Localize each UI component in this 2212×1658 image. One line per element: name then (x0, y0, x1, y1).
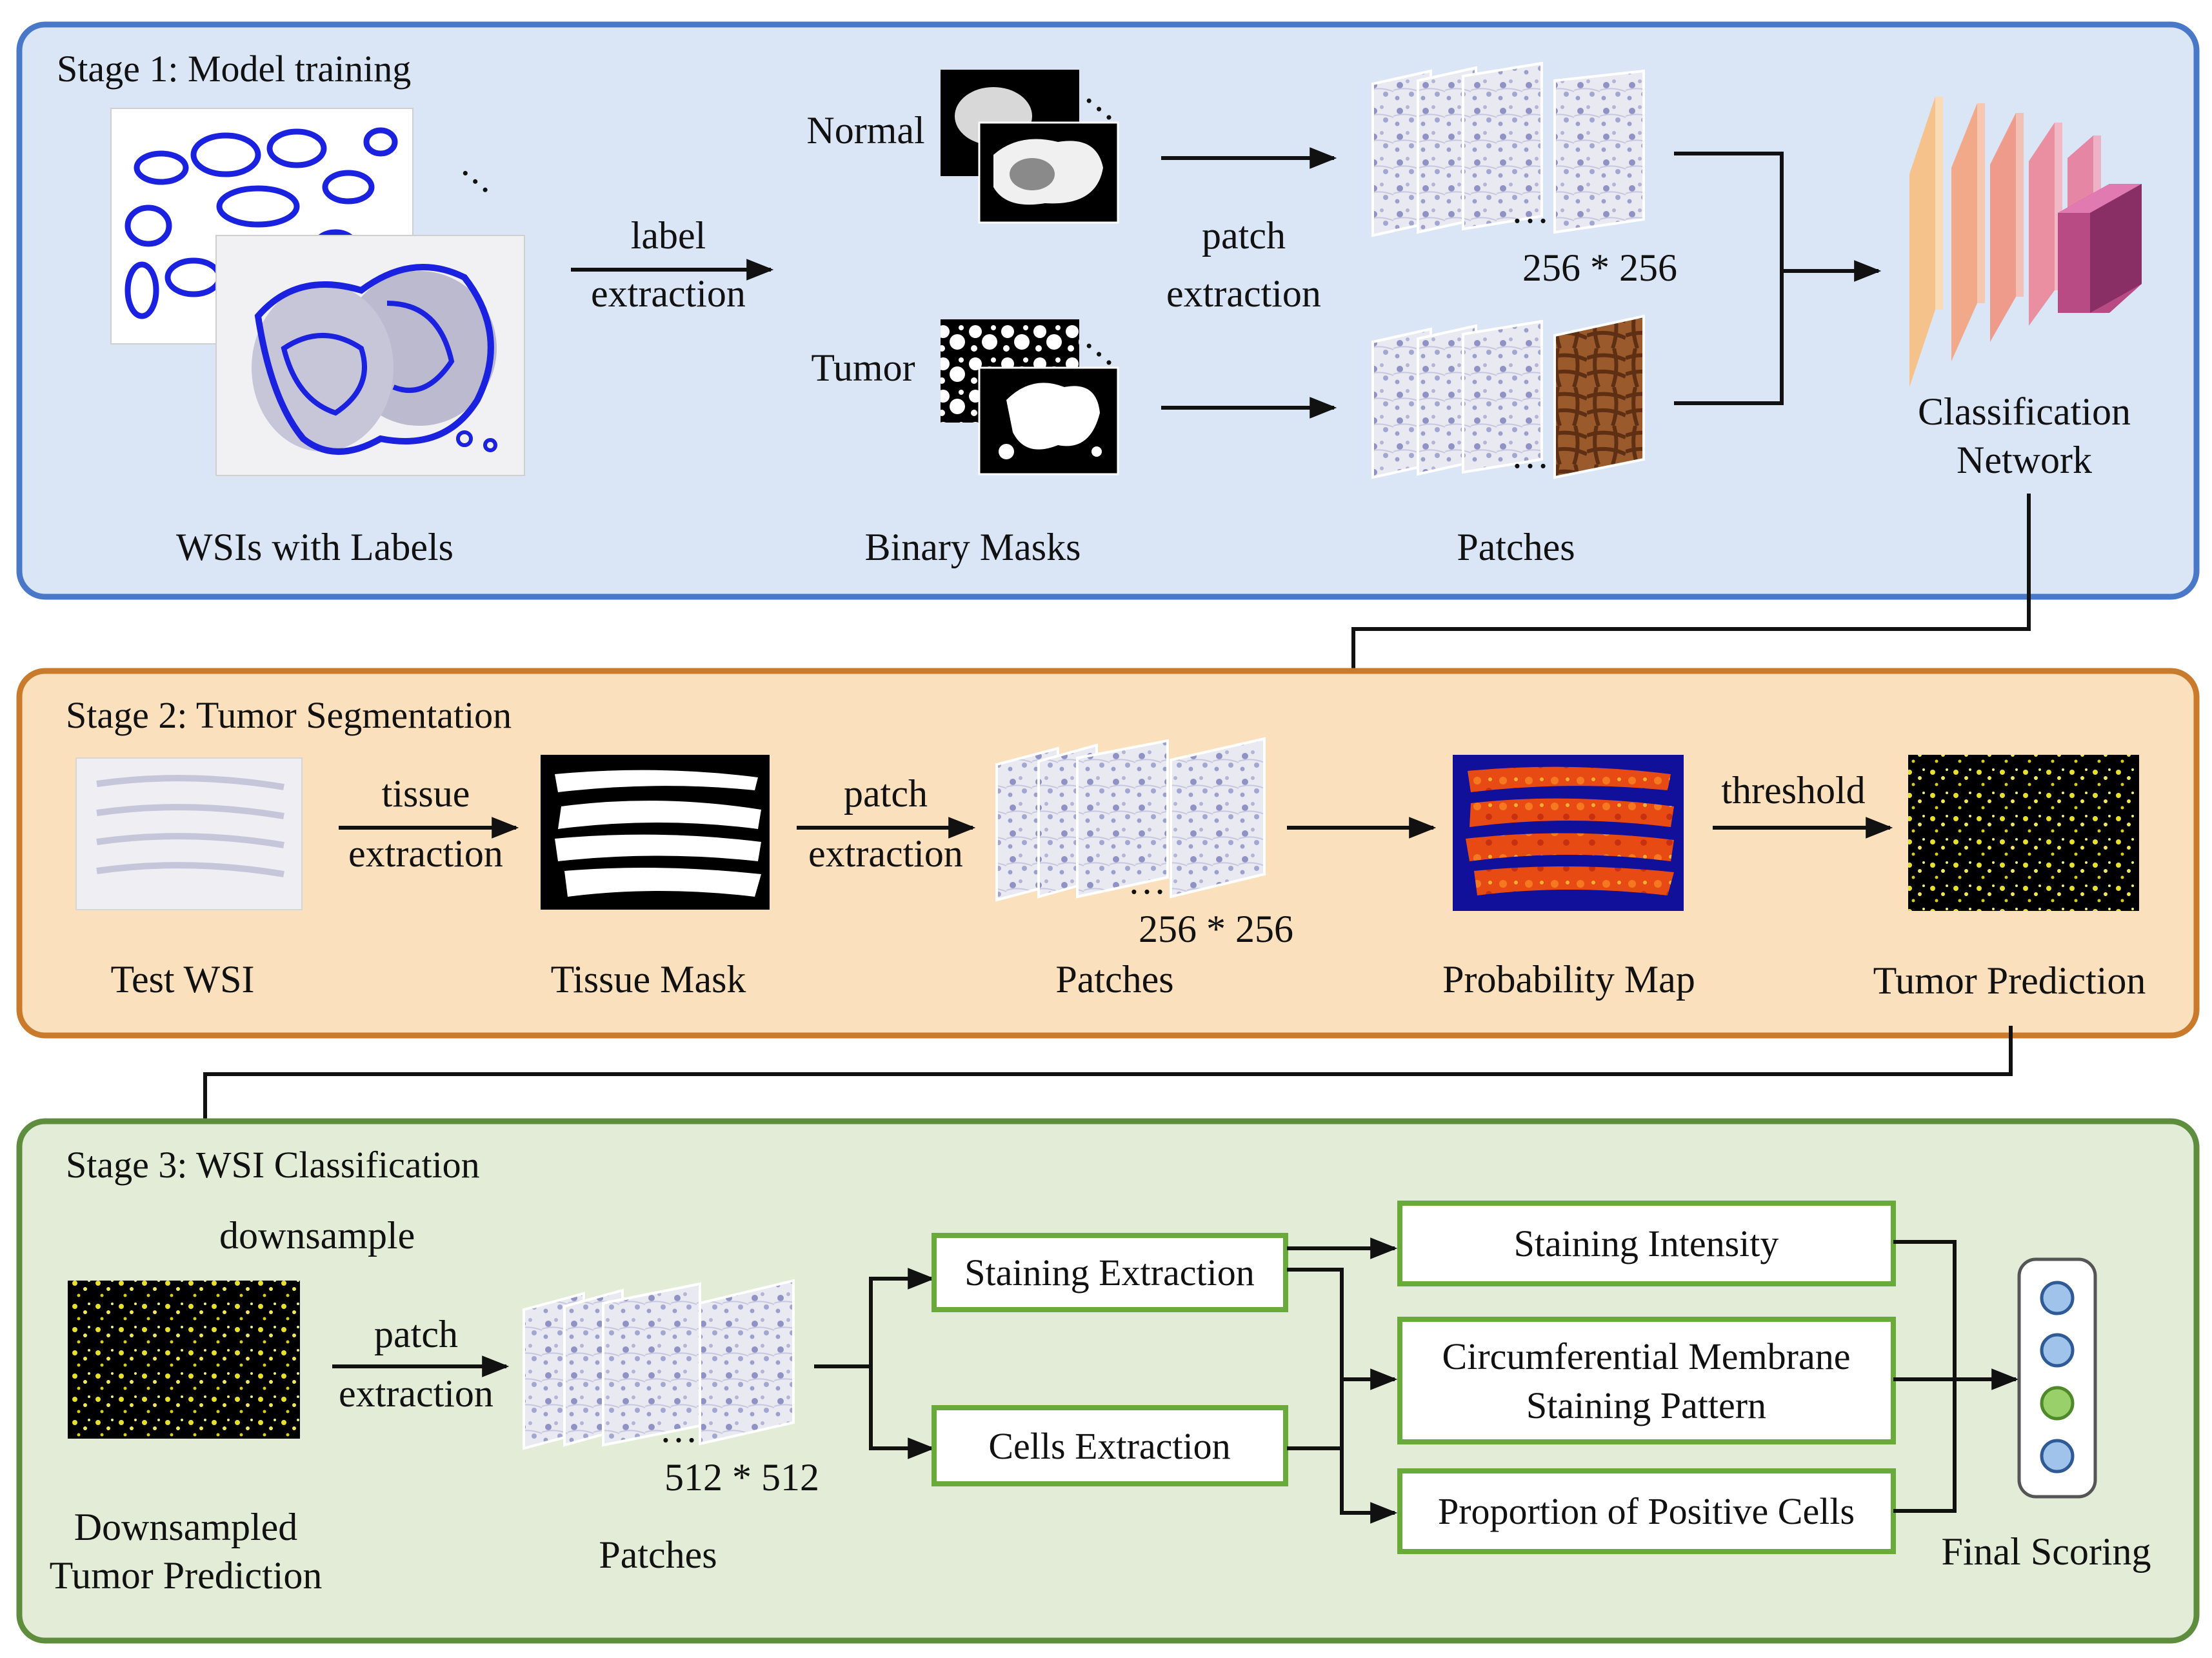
branch-to-cells-extraction (869, 1366, 935, 1459)
stage3-patches-ellipsis: … (659, 1408, 698, 1450)
branch-to-staining-extraction (869, 1268, 935, 1366)
stage1-patches-caption: Patches (1457, 526, 1575, 568)
tumor-mask-images (941, 319, 1119, 475)
normal-label: Normal (806, 109, 924, 152)
staining-intensity-box (1397, 1201, 1896, 1286)
cells-extraction-label: Cells Extraction (988, 1425, 1230, 1467)
stage2-patch-line2: extraction (808, 832, 963, 875)
tissue-extraction-line2: extraction (348, 832, 503, 875)
proportion-to-score-line (1893, 1379, 1957, 1513)
proportion-positive-box (1397, 1468, 1896, 1554)
staining-extraction-label: Staining Extraction (964, 1252, 1254, 1293)
tumor-prediction-caption: Tumor Prediction (1873, 959, 2146, 1002)
wsi-with-labels-images (110, 108, 525, 476)
downsampled-caption-line2: Tumor Prediction (50, 1554, 323, 1597)
stage3-patch-line1: patch (374, 1313, 458, 1355)
final-scoring-vector (2017, 1257, 2097, 1499)
downsample-label: downsample (219, 1214, 415, 1257)
cells-extraction-box (932, 1405, 1288, 1486)
cells-to-proportion-arrow (1340, 1448, 1398, 1524)
tissue-mask-caption: Tissue Mask (551, 958, 746, 1001)
downsampled-prediction-image (68, 1281, 300, 1439)
score-node-1 (2040, 1281, 2075, 1315)
label-extraction-line2: extraction (591, 272, 746, 315)
network-caption-line2: Network (1957, 439, 2092, 481)
probability-map-caption: Probability Map (1442, 958, 1695, 1001)
staining-extraction-box (932, 1233, 1288, 1312)
normal-to-merge-line (1674, 152, 1784, 271)
score-node-2 (2040, 1333, 2075, 1368)
score-node-3 (2040, 1386, 2075, 1421)
stage2-title: Stage 2: Tumor Segmentation (66, 694, 512, 736)
patch-extraction-line1: patch (1202, 214, 1286, 257)
stage1-size-label: 256 * 256 (1522, 246, 1677, 289)
tissue-mask-bands (555, 770, 761, 897)
binary-masks-caption: Binary Masks (865, 526, 1081, 568)
stage3-patches-stack (523, 1279, 795, 1450)
intensity-to-score-line (1893, 1240, 1957, 1379)
tumor-label: Tumor (811, 346, 915, 389)
tissue-extraction-line1: tissue (382, 772, 470, 815)
circumferential-membrane-line2: Staining Pattern (1526, 1384, 1766, 1426)
label-extraction-line1: label (631, 214, 706, 257)
stage3-patches-caption: Patches (599, 1533, 717, 1576)
patch-extraction-line2: extraction (1166, 272, 1321, 315)
stage1-title: Stage 1: Model training (57, 48, 411, 90)
staining-intensity-label: Staining Intensity (1514, 1223, 1779, 1264)
stage2-patches-ellipsis: … (1128, 859, 1166, 902)
stage3-patch-line2: extraction (339, 1372, 493, 1415)
wsi-caption: WSIs with Labels (176, 526, 453, 568)
test-wsi-caption: Test WSI (110, 958, 254, 1001)
tumor-to-merge-line (1674, 271, 1784, 405)
network-caption-line1: Classification (1918, 390, 2131, 433)
stage2-patches-stack (995, 737, 1266, 902)
tumor-patches-ellipsis: … (1511, 434, 1549, 476)
probability-map-bands (1466, 766, 1674, 895)
downsampled-caption-line1: Downsampled (74, 1506, 298, 1548)
score-node-4 (2040, 1439, 2075, 1473)
stage3-size-label: 512 * 512 (664, 1456, 819, 1499)
proportion-positive-label: Proportion of Positive Cells (1438, 1490, 1855, 1532)
normal-mask-images (941, 70, 1119, 224)
classification-network-icon (1909, 97, 2142, 387)
threshold-label: threshold (1721, 769, 1865, 812)
stage3-title: Stage 3: WSI Classification (66, 1144, 480, 1186)
stage2-patch-line1: patch (844, 772, 928, 815)
stage2-patches-caption: Patches (1055, 958, 1173, 1001)
circumferential-membrane-line1: Circumferential Membrane (1442, 1335, 1851, 1377)
circumferential-membrane-box (1397, 1317, 1896, 1444)
tumor-prediction-image (1908, 755, 2139, 911)
test-wsi-tissue (96, 775, 284, 877)
stage1-panel (16, 21, 2200, 600)
final-scoring-caption: Final Scoring (1942, 1530, 2151, 1573)
normal-patches-stack (1371, 61, 1645, 237)
tumor-patches-stack (1371, 314, 1645, 479)
stage2-size-label: 256 * 256 (1139, 908, 1293, 950)
normal-patches-ellipsis: … (1511, 188, 1549, 231)
staining-to-membrane-line (1287, 1268, 1398, 1390)
